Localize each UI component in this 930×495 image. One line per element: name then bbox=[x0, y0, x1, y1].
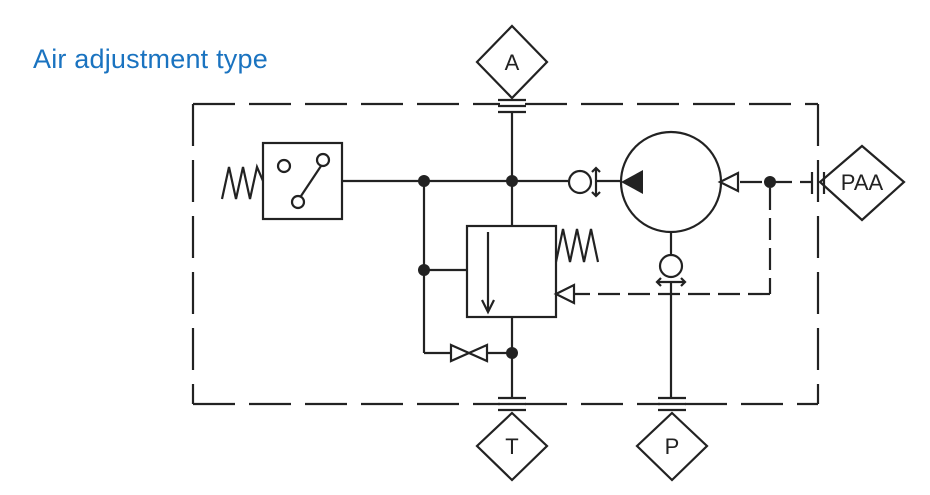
port-paa: PAA bbox=[818, 144, 906, 222]
junction-node bbox=[418, 264, 430, 276]
port-p-label: P bbox=[665, 434, 680, 459]
check-valve-outlet bbox=[567, 166, 620, 198]
relief-valve bbox=[465, 224, 576, 319]
bypass-line bbox=[422, 181, 467, 355]
port-p-connector bbox=[658, 396, 686, 412]
switch-spring-icon bbox=[220, 163, 265, 200]
port-paa-label: PAA bbox=[841, 170, 884, 195]
port-a: A bbox=[475, 24, 549, 100]
port-t-connector bbox=[498, 396, 526, 412]
throttle-valve bbox=[449, 343, 489, 363]
check-valve-suction bbox=[655, 232, 687, 398]
diagram-title: Air adjustment type bbox=[33, 44, 268, 74]
junction-node bbox=[764, 176, 776, 188]
pressure-switch bbox=[261, 141, 344, 221]
port-p: P bbox=[635, 411, 709, 482]
enclosure-boundary bbox=[191, 102, 820, 406]
port-a-label: A bbox=[505, 50, 520, 75]
port-t: T bbox=[475, 411, 549, 482]
port-t-label: T bbox=[505, 434, 518, 459]
relief-spring-icon bbox=[554, 228, 600, 263]
junction-node bbox=[506, 175, 518, 187]
main-line bbox=[342, 112, 568, 226]
port-a-connector bbox=[498, 98, 526, 114]
pump-symbol bbox=[619, 130, 740, 234]
